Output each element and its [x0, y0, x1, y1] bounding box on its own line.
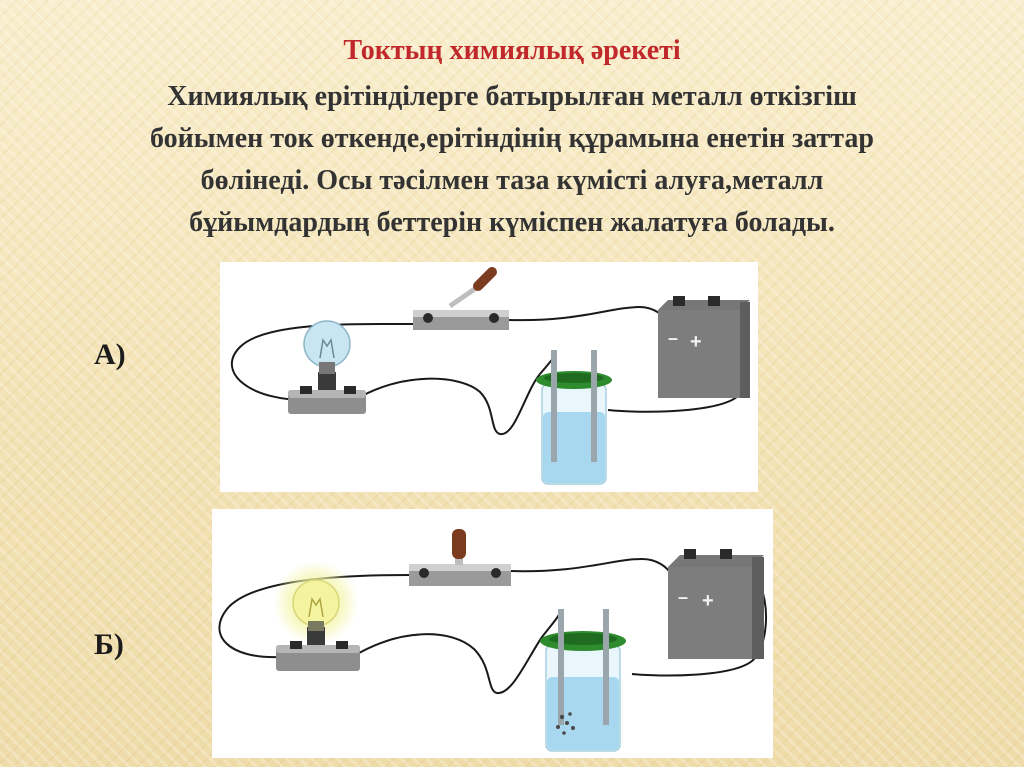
wire	[354, 351, 557, 436]
wire	[230, 322, 416, 402]
body-line-2: бойымен ток өткенде,ерітіндінің құрамына…	[150, 123, 874, 154]
lamp-lit	[274, 561, 360, 671]
circuit-diagram-a: – +	[230, 267, 750, 485]
figure-a-label: А)	[94, 338, 126, 371]
battery: – +	[658, 296, 750, 398]
circuit-figure-a: – +	[220, 262, 758, 492]
electrolytic-cell	[536, 350, 612, 485]
wire	[507, 305, 673, 325]
wire	[218, 574, 411, 659]
figure-b-label: Б)	[94, 628, 124, 661]
battery-plus-sign: +	[690, 331, 702, 353]
slide-title: Токтың химиялық әрекеті	[343, 35, 681, 66]
circuit-figure-b: – +	[212, 509, 773, 758]
battery: – +	[668, 549, 764, 659]
lamp-unlit	[288, 320, 366, 414]
metal-deposit	[556, 712, 575, 735]
electrolytic-cell	[540, 609, 626, 752]
body-line-4: бұйымдардың беттерін күміспен жалатуға б…	[189, 207, 835, 238]
wire	[631, 578, 768, 677]
wire	[351, 612, 561, 694]
switch-closed	[409, 529, 511, 586]
body-line-1: Химиялық ерітінділерге батырылған металл…	[167, 81, 857, 112]
circuit-diagram-b: – +	[218, 529, 768, 752]
battery-minus-sign: –	[678, 587, 688, 607]
battery-plus-sign: +	[702, 590, 714, 612]
body-line-3: бөлінеді. Осы тәсілмен таза күмісті алуғ…	[200, 165, 824, 196]
wire	[509, 557, 673, 576]
battery-minus-sign: –	[668, 328, 678, 348]
slide-body-text: Химиялық ерітінділерге батырылған металл…	[40, 76, 984, 244]
switch-open	[413, 267, 509, 330]
